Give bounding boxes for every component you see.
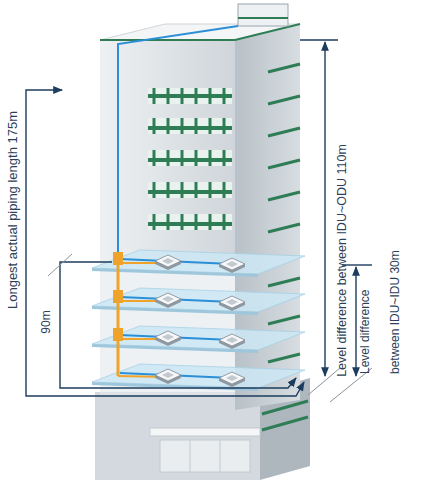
- window-band: [148, 182, 232, 198]
- level-arrow: [355, 267, 356, 376]
- indoor-unit: [155, 331, 181, 346]
- side-window: [268, 354, 300, 362]
- extension-line: [300, 39, 338, 40]
- outdoor-unit-stripe: [238, 17, 288, 19]
- branch-joint: [113, 290, 123, 303]
- indoor-unit: [155, 255, 181, 270]
- storefront-mullion: [220, 440, 221, 472]
- dimension-label: Level difference between IDU~ODU 110m: [335, 135, 350, 385]
- window-band: [148, 150, 232, 166]
- branch-joint: [113, 328, 123, 341]
- outdoor-unit: [238, 4, 288, 26]
- level-arrow: [324, 42, 325, 376]
- liquid-pipe: [117, 254, 120, 376]
- gas-pipe: [118, 26, 238, 254]
- indoor-unit: [219, 258, 245, 273]
- length-arrow: [26, 90, 304, 396]
- leader-slash: [48, 254, 72, 276]
- indoor-unit: [155, 369, 181, 384]
- window-band: [148, 88, 232, 104]
- storefront-mullion: [190, 440, 191, 472]
- dimension-label: 90m: [39, 302, 53, 342]
- side-window: [268, 160, 300, 168]
- podium-stripe: [262, 417, 308, 430]
- length-arrow: [60, 262, 296, 388]
- side-window: [268, 278, 300, 286]
- dimension-label: Level difference between IDU~IDU 30m: [350, 248, 410, 374]
- window-band: [148, 118, 232, 134]
- side-window: [268, 316, 300, 324]
- side-window: [268, 128, 300, 136]
- side-window: [268, 64, 300, 72]
- indoor-unit: [219, 334, 245, 349]
- indoor-unit: [155, 293, 181, 308]
- tower-front: [100, 40, 235, 265]
- indoor-unit: [219, 296, 245, 311]
- indoor-unit: [219, 372, 245, 387]
- storefront: [160, 440, 250, 472]
- side-window: [268, 192, 300, 200]
- window-band: [148, 214, 232, 230]
- dimension-label: Longest actual piping length 175m: [5, 85, 21, 335]
- branch-joint: [113, 252, 123, 265]
- canopy: [150, 428, 260, 436]
- side-window: [268, 224, 300, 232]
- side-window: [268, 96, 300, 104]
